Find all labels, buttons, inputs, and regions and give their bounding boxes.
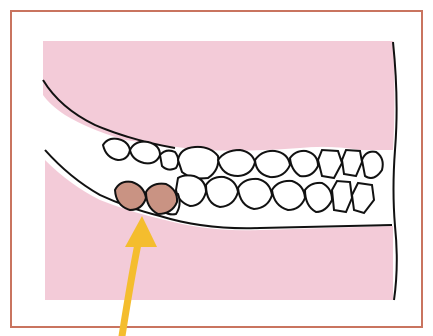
tooth bbox=[290, 151, 318, 176]
tooth bbox=[318, 150, 342, 178]
tooth bbox=[362, 152, 383, 178]
upper-gum bbox=[43, 41, 395, 151]
tooth bbox=[103, 139, 130, 160]
teeth-row bbox=[103, 139, 383, 215]
tooth bbox=[178, 147, 218, 178]
tooth bbox=[160, 151, 178, 170]
tooth bbox=[130, 142, 160, 164]
tooth bbox=[218, 150, 255, 176]
tooth bbox=[238, 179, 272, 209]
tooth bbox=[342, 150, 362, 176]
highlighted-tooth bbox=[115, 182, 146, 210]
tooth bbox=[206, 177, 238, 207]
tooth bbox=[332, 181, 352, 212]
tooth bbox=[352, 183, 374, 213]
tooth bbox=[305, 183, 332, 212]
tooth bbox=[255, 151, 290, 177]
highlighted-tooth bbox=[146, 184, 177, 214]
tooth bbox=[272, 181, 305, 210]
